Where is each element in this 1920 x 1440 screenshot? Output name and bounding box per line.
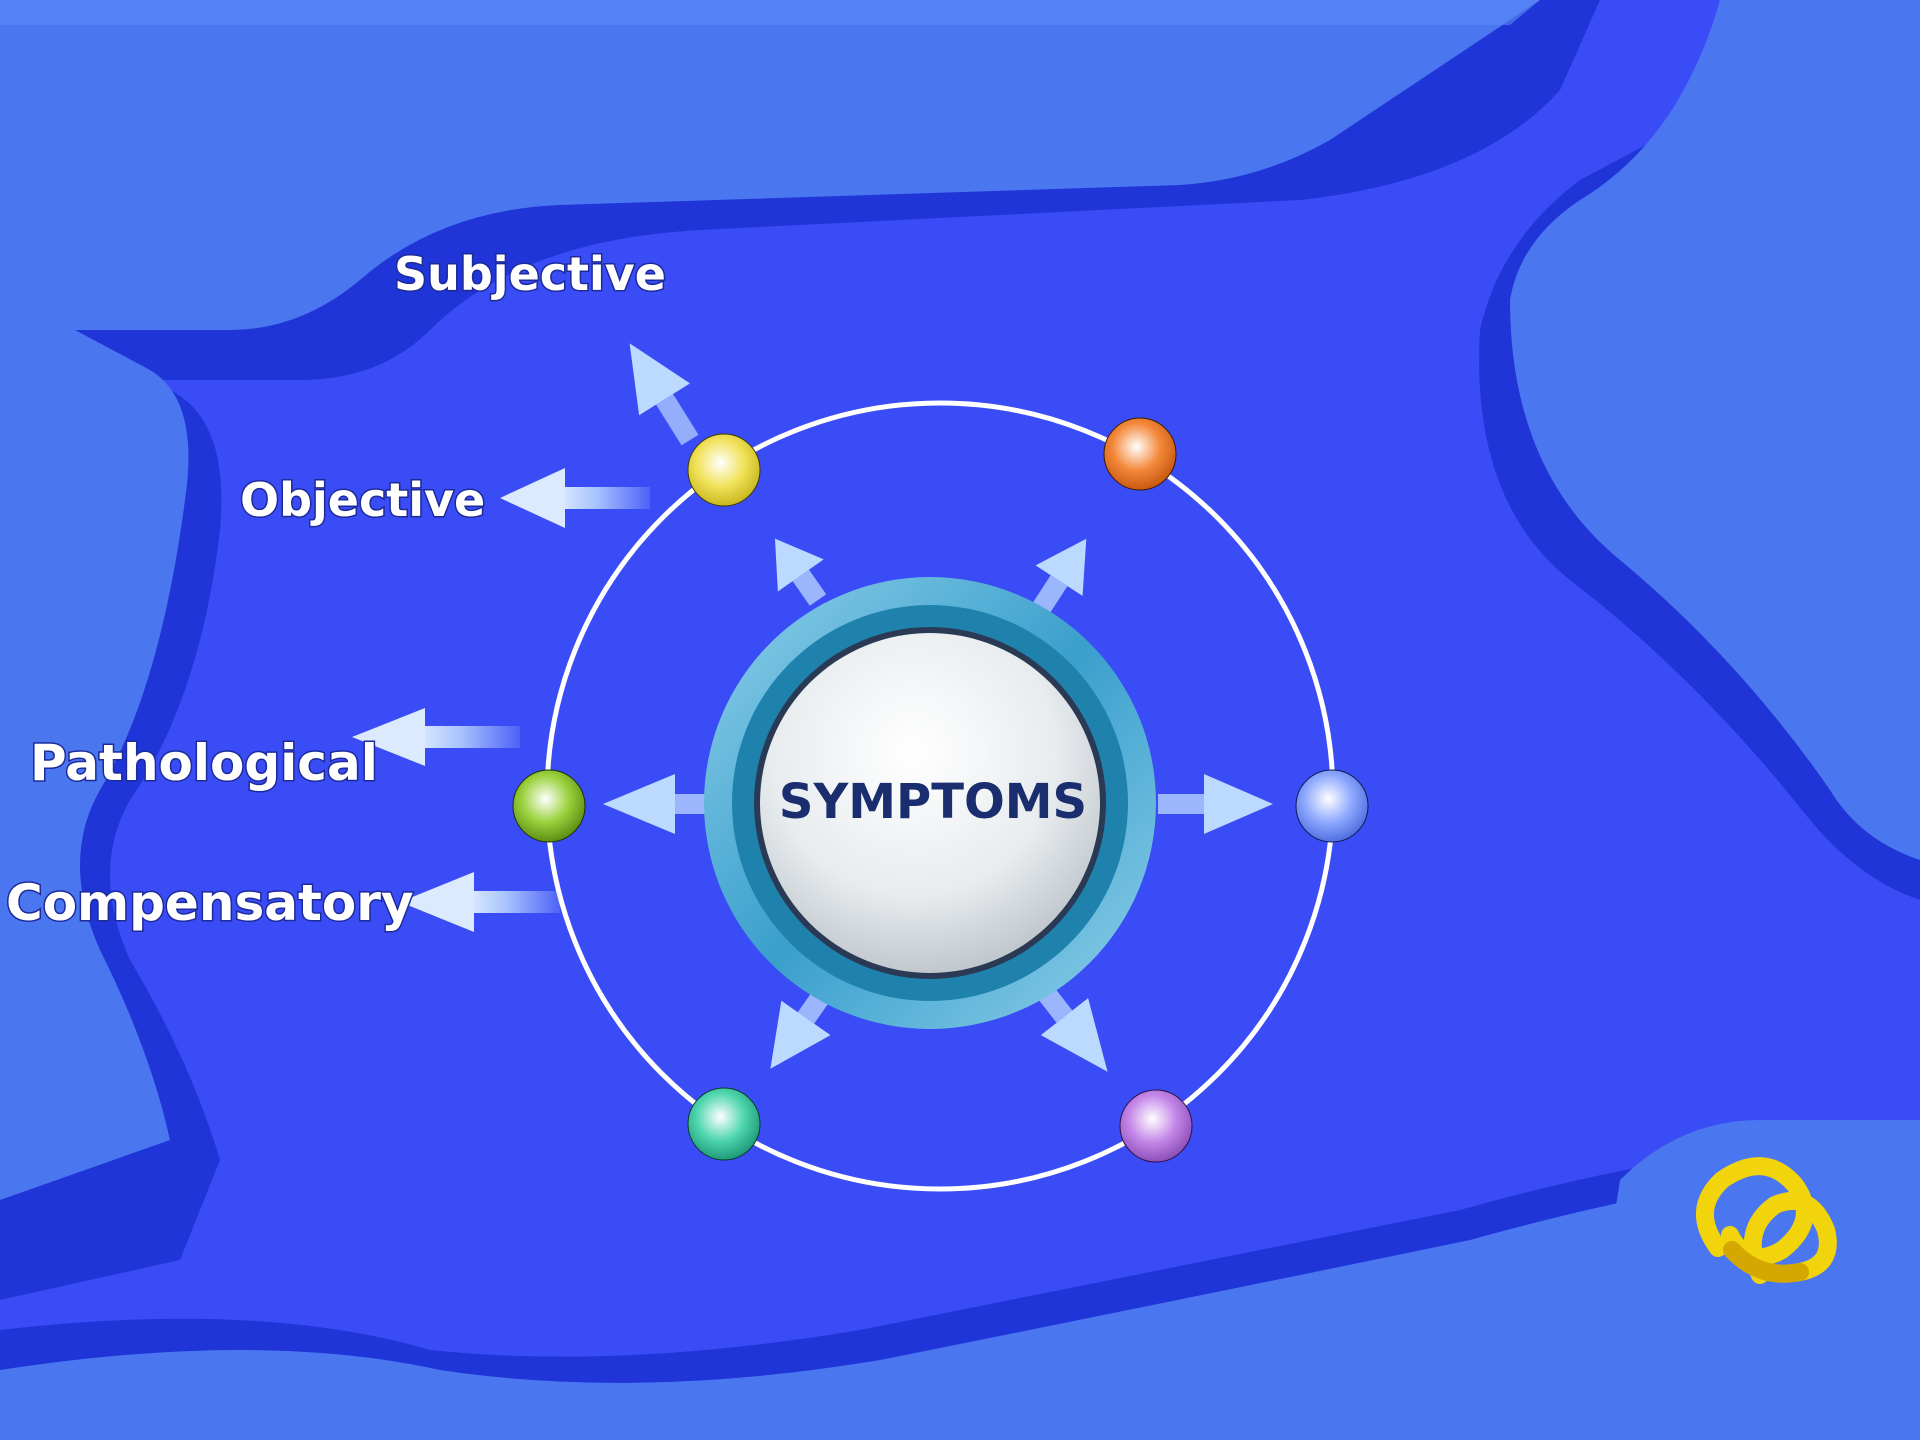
yellow-knot-icon — [1696, 1157, 1837, 1284]
hub-arrows — [603, 538, 1273, 1072]
objective-arrow — [500, 468, 650, 528]
label-pathological: Pathological — [30, 734, 378, 792]
label-subjective: Subjective — [394, 247, 666, 301]
outer-labels: Subjective Objective Pathological Compen… — [5, 246, 668, 934]
central-hub: SYMPTOMS — [704, 577, 1156, 1029]
label-objective: Objective — [240, 473, 485, 527]
ring-nodes — [512, 417, 1369, 1163]
node-yellow — [687, 433, 761, 507]
compensatory-arrow — [400, 872, 560, 932]
node-teal — [687, 1087, 761, 1161]
label-compensatory: Compensatory — [6, 874, 413, 932]
pathological-arrow — [352, 708, 520, 766]
center-label: SYMPTOMS — [779, 774, 1087, 830]
node-purple — [1119, 1089, 1193, 1163]
node-blue — [1295, 769, 1369, 843]
node-green — [512, 769, 586, 843]
node-orange — [1103, 417, 1177, 491]
label-arrows — [352, 343, 699, 932]
